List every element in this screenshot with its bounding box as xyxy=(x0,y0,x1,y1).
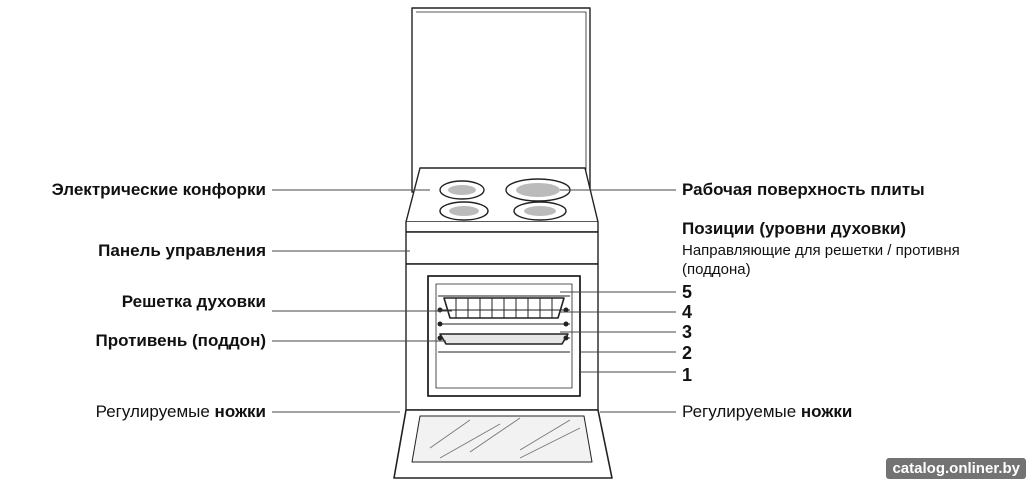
level-5: 5 xyxy=(682,282,693,302)
level-2: 2 xyxy=(682,343,693,363)
label-legs-left-bold: ножки xyxy=(214,402,266,421)
stove-lid xyxy=(411,7,591,193)
label-legs-right-normal: Регулируемые xyxy=(682,402,801,421)
level-1: 1 xyxy=(682,365,693,385)
level-3: 3 xyxy=(682,322,693,342)
label-legs-left: Регулируемые ножки xyxy=(96,402,266,422)
label-guides-line2: (поддона) xyxy=(682,261,751,278)
tray-shape xyxy=(439,333,569,345)
level-4: 4 xyxy=(682,302,693,322)
control-panel-shape xyxy=(405,231,599,265)
label-burners: Электрические конфорки xyxy=(51,180,266,199)
oven-door-glass xyxy=(411,415,593,463)
label-legs-left-normal: Регулируемые xyxy=(95,402,215,421)
hob-top xyxy=(405,167,599,223)
label-control-panel: Панель управления xyxy=(98,241,266,260)
label-hob-surface: Рабочая поверхность плиты xyxy=(682,180,925,199)
label-tray: Противень (поддон) xyxy=(95,331,266,350)
watermark: catalog.onliner.by xyxy=(886,458,1026,479)
label-oven-rack: Решетка духовки xyxy=(121,292,266,311)
label-legs-right-bold: ножки xyxy=(800,402,853,421)
label-guides-line1: Направляющие для решетки / противня xyxy=(682,242,960,259)
label-legs-right: Регулируемые ножки xyxy=(682,402,852,422)
label-positions-title: Позиции (уровни духовки) xyxy=(682,219,907,238)
